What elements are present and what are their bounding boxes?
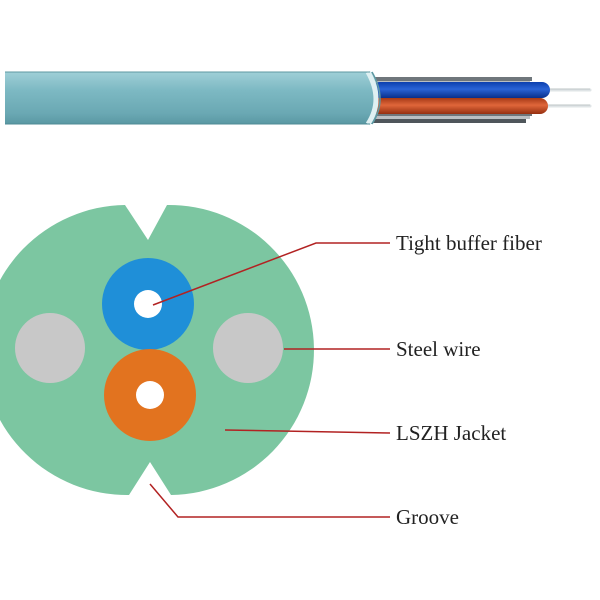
label-lszh-jacket: LSZH Jacket	[396, 421, 506, 445]
label-steel-wire: Steel wire	[396, 337, 481, 361]
orange-fiber-core	[136, 381, 164, 409]
cable-jacket-side	[5, 72, 379, 124]
cable-cross-section	[0, 204, 314, 496]
leader-lszh-jacket	[224, 429, 391, 434]
label-tight-buffer-fiber: Tight buffer fiber	[396, 231, 542, 255]
cable-side-view	[5, 70, 592, 126]
orange-buffer-side	[372, 98, 548, 114]
blue-buffer-side	[372, 82, 550, 98]
steel-wire-left	[15, 313, 85, 383]
steel-wire-right	[213, 313, 283, 383]
leader-groove	[149, 483, 390, 518]
leader-lines	[149, 242, 391, 518]
blue-fiber-core	[134, 290, 162, 318]
leader-tight-buffer	[152, 242, 390, 306]
label-groove: Groove	[396, 505, 459, 529]
